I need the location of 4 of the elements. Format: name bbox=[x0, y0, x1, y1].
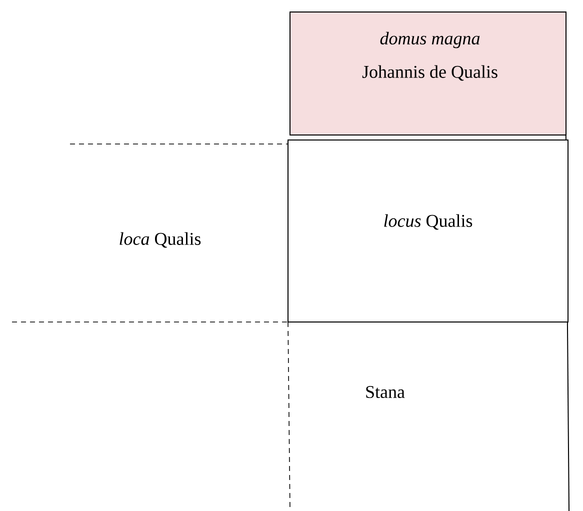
box: locus Qualis bbox=[288, 140, 568, 322]
box: domus magna Johannis de Qualis bbox=[290, 12, 566, 136]
text-label: loca Qualis bbox=[120, 232, 201, 248]
text-label: Stana bbox=[366, 386, 405, 398]
